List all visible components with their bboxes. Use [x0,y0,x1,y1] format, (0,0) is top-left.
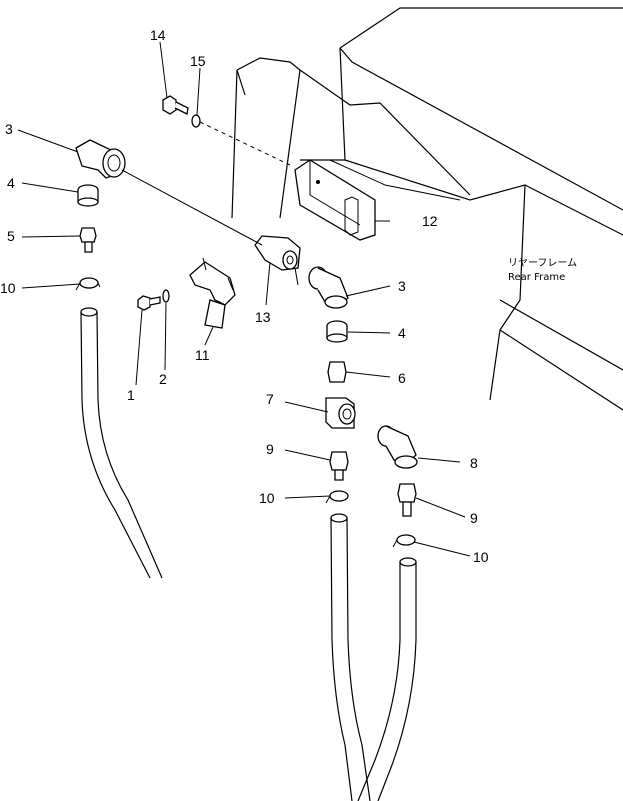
nipple-part-5 [79,227,97,253]
callout-7: 7 [266,391,274,407]
callout-14: 14 [150,27,166,43]
adapter-part-4-lower [326,320,348,343]
callout-9-right: 9 [470,510,478,526]
adapter-part-4-upper [77,184,99,207]
hose-left [80,307,163,579]
callout-11: 11 [195,347,210,363]
hose-center [330,513,371,801]
washer-part-2 [162,289,170,303]
frame-caption-english: Rear Frame [508,272,565,283]
callout-13: 13 [255,309,271,325]
bracket-part-12 [294,159,376,241]
callout-10-left: 10 [0,280,16,296]
callout-4-upper: 4 [7,175,15,191]
clamp-part-11 [189,257,236,329]
elbow-part-8 [377,425,418,469]
callout-5: 5 [7,228,15,244]
frame-caption-japanese: リヤーフレーム [508,257,577,269]
callout-15: 15 [190,53,206,69]
nipple-part-9-right [397,483,417,517]
elbow-part-3-upper [75,139,126,179]
callout-10-center: 10 [259,490,275,506]
callout-1: 1 [127,387,135,403]
tee-part-7 [325,397,356,429]
leader-elbow-to-holder [121,169,263,246]
rear-frame-structure [231,7,623,411]
hose-clamp-part-10-center [325,490,349,504]
callout-8: 8 [470,455,478,471]
bolt-part-14 [162,95,189,115]
leader-lines [17,41,471,557]
callout-2: 2 [159,371,167,387]
holder-part-13 [254,235,301,286]
bolt-alignment-line [199,121,291,166]
nipple-part-9-center [329,451,349,481]
hose-clamp-part-10-right [392,534,416,548]
elbow-part-3-lower [308,266,349,309]
nipple-part-6 [327,361,347,383]
washer-part-15 [191,114,201,128]
callout-3-upper: 3 [5,121,13,137]
callout-10-right: 10 [473,549,489,565]
bolt-part-1 [137,295,161,311]
hose-right [357,557,417,801]
callout-6: 6 [398,370,406,386]
callout-9-center: 9 [266,441,274,457]
callout-3-lower: 3 [398,278,406,294]
callout-12: 12 [422,213,438,229]
callout-4-lower: 4 [398,325,406,341]
